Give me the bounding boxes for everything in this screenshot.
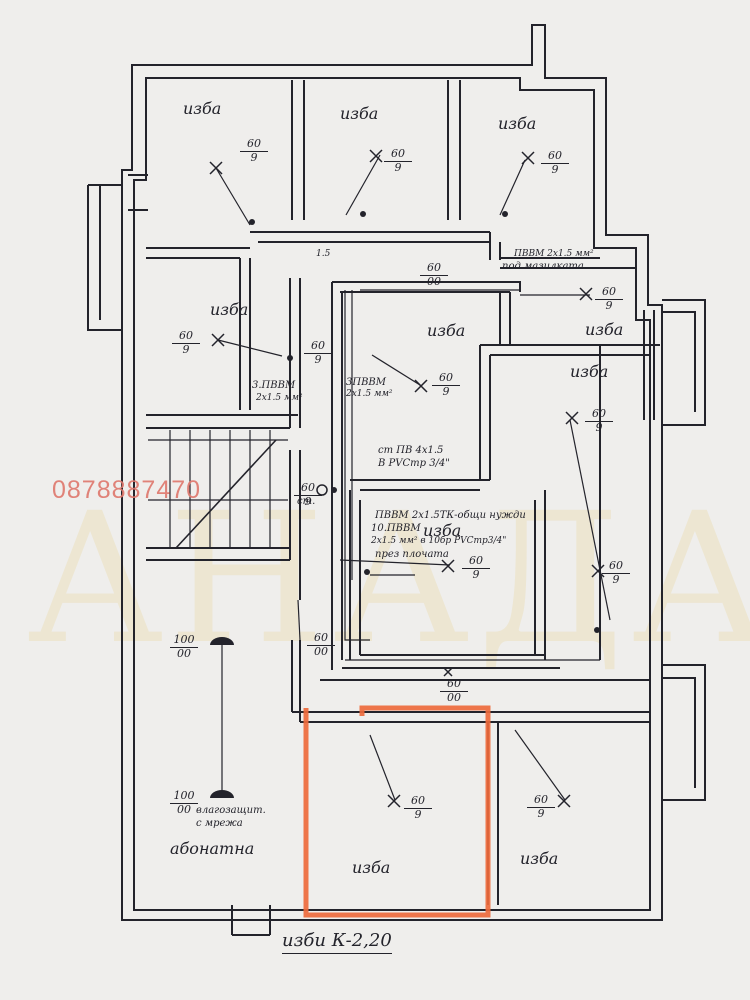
wall [534, 490, 546, 660]
wire [514, 729, 566, 801]
wall [489, 232, 501, 260]
wall [480, 344, 660, 356]
wire [371, 354, 421, 386]
switch-marks [249, 211, 600, 633]
wall [500, 257, 636, 269]
wire [345, 154, 381, 216]
window [643, 310, 655, 420]
note-pvvm10b: 2х1.5 мм² в 10бр РVСтр3/4" [371, 536, 507, 546]
room-label: изба [520, 849, 559, 868]
watermark: AНАДА [30, 475, 750, 684]
wire [369, 734, 396, 801]
right-balcony [662, 664, 706, 801]
wall [146, 247, 250, 259]
luminaire-marks [209, 149, 605, 808]
room-label: изба [423, 521, 462, 540]
note-st-pv: ст ПВ 4х1.5 [378, 445, 444, 456]
wire [499, 159, 526, 216]
wire [215, 167, 251, 226]
wire [569, 419, 611, 621]
wall [291, 640, 301, 722]
room-label-subscriber: абонатна [170, 839, 255, 858]
wall [499, 292, 511, 345]
note-cable: 2х1.5 мм² [256, 393, 303, 403]
highlighted-room-outline [303, 705, 491, 918]
note-mesh: с мрежа [196, 818, 243, 829]
staircase [148, 430, 288, 549]
wall [250, 231, 490, 243]
wall [292, 711, 650, 723]
bottom-opening [231, 905, 271, 936]
phone-number: 0878887470 [52, 476, 202, 504]
drawing-title: изби К-2,20 [282, 930, 392, 954]
wall [349, 490, 361, 660]
wall [239, 258, 251, 410]
room-label: изба [340, 104, 379, 123]
room-label: изба [183, 99, 222, 118]
wall [479, 345, 491, 480]
wall [289, 278, 301, 428]
outer-wall [121, 24, 663, 921]
note-cable: ПВВМ 2х1.5 мм² [514, 249, 594, 259]
note-cable: 3ПВВМ [346, 377, 387, 388]
room-label: изба [210, 300, 249, 319]
wall [342, 654, 560, 669]
room-label: изба [427, 321, 466, 340]
wire [297, 599, 301, 641]
note-cable: 2х1.5 мм² [346, 389, 393, 399]
wall [291, 80, 305, 220]
window [128, 174, 148, 211]
wall [350, 479, 490, 491]
outer-wall-inner [133, 77, 651, 911]
room-label: изба [352, 858, 391, 877]
wall [332, 281, 521, 293]
wire [339, 559, 451, 566]
room-label: изба [498, 114, 537, 133]
wall-lamp-marks [210, 637, 234, 798]
note-cable: 3.ПВВМ [252, 380, 296, 391]
right-balcony [662, 299, 706, 426]
note-moisture: влагозащит. [196, 805, 266, 816]
note-pvvm10: 10.ПВВМ [371, 523, 421, 534]
wall [331, 282, 343, 670]
dimension-label: 1.5 [316, 249, 331, 259]
note-through-slab: през плочата [375, 549, 449, 560]
room-label: изба [585, 320, 624, 339]
room-label: изба [570, 362, 609, 381]
wall [289, 450, 301, 600]
wire [217, 339, 283, 357]
wall [146, 414, 298, 429]
note-rvc: В РVСтр 3/4" [378, 458, 450, 469]
wall [447, 80, 461, 220]
note-st: ст. [297, 496, 316, 507]
wall [146, 547, 290, 561]
left-balcony [87, 184, 122, 331]
note-common-needs: ПВВМ 2х1.5ТК-общи нужди [375, 510, 526, 521]
note-under-plaster: под мазилката [502, 261, 584, 272]
wire [344, 290, 370, 641]
